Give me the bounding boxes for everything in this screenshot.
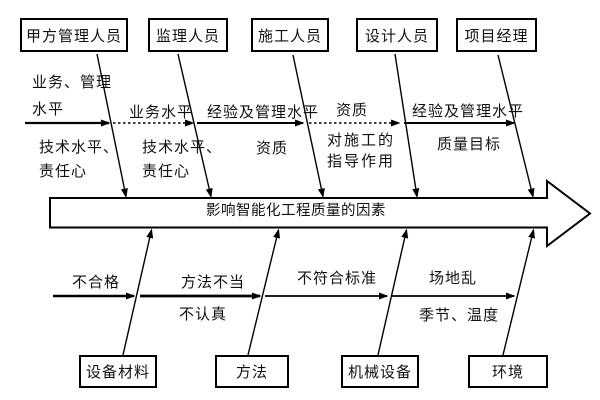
cause-label-top-5-below: 质量目标 <box>437 137 502 153</box>
top-bone-3 <box>292 54 325 198</box>
cause-label-top-4-below: 对施工的 指导作用 <box>327 133 396 170</box>
category-box-construction-staff: 施工人员 <box>251 18 329 52</box>
bottom-bone-1 <box>122 228 154 356</box>
cause-label-top-1-above: 业务、管理 水平 <box>32 75 113 118</box>
top-bone-4 <box>394 53 420 198</box>
bottom-bone-3 <box>377 228 409 356</box>
category-box-client-management: 甲方管理人员 <box>20 18 128 52</box>
cause-label-bottom-4-above: 场地乱 <box>429 271 478 287</box>
bottom-bone-2 <box>247 228 281 356</box>
category-box-environment: 环境 <box>468 355 548 388</box>
category-box-method: 方法 <box>215 355 289 388</box>
cause-label-top-4-above: 资质 <box>336 103 369 119</box>
spine-label: 影响智能化工程质量的因素 <box>206 203 386 219</box>
cause-label-top-5-above: 经验及管理水平 <box>412 104 525 120</box>
category-box-design-staff: 设计人员 <box>356 18 438 52</box>
category-box-machinery: 机械设备 <box>341 355 419 388</box>
top-bone-5 <box>497 54 535 198</box>
cause-label-bottom-3-above: 不符合标准 <box>297 271 378 287</box>
cause-label-top-2-below: 技术水平、 责任心 <box>142 140 223 180</box>
cause-label-top-3-below: 资质 <box>256 141 289 157</box>
category-box-supervision-staff: 监理人员 <box>148 18 228 52</box>
cause-label-top-2-above: 业务水平 <box>129 105 194 121</box>
bottom-bone-4 <box>502 228 536 356</box>
cause-label-bottom-2-below: 不认真 <box>179 307 228 323</box>
cause-label-bottom-1-above: 不合格 <box>72 275 121 291</box>
category-box-project-manager: 项目经理 <box>456 18 537 52</box>
cause-label-bottom-2-above: 方法不当 <box>181 275 246 291</box>
cause-label-top-3-above: 经验及管理水平 <box>207 105 320 121</box>
spine-arrow <box>49 178 592 249</box>
top-bone-1 <box>96 53 128 198</box>
top-bone-2 <box>177 53 213 198</box>
cause-label-top-1-below: 技术水平、 责任心 <box>39 140 120 180</box>
cause-label-bottom-4-below: 季节、温度 <box>419 308 500 324</box>
category-box-equipment-materials: 设备材料 <box>79 355 157 388</box>
